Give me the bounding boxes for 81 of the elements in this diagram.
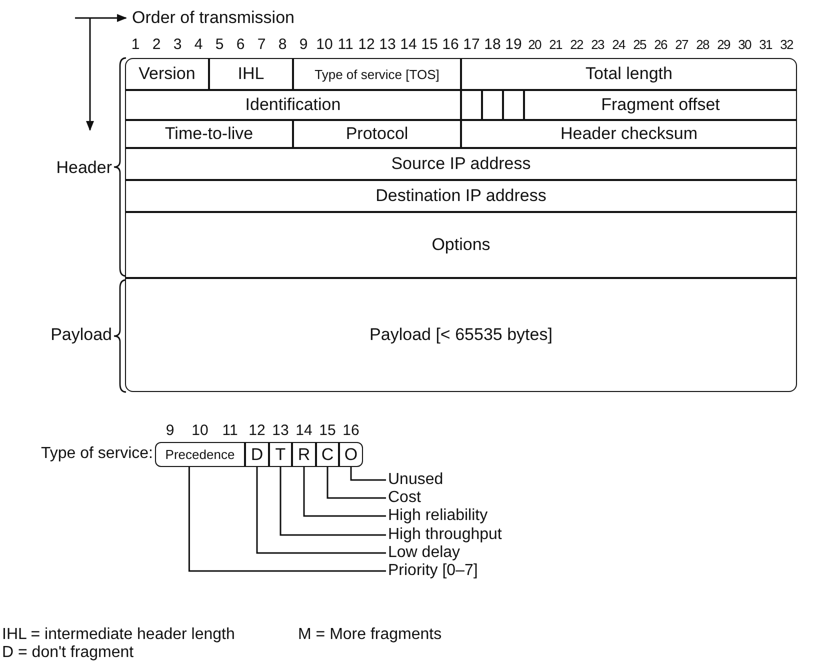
bit-number: 27 [675,36,688,54]
leader-label: High throughput [388,526,502,544]
bit-number: 19 [505,36,522,54]
field-label: Type of service: [40,445,153,463]
bit-number: 11 [338,36,354,54]
bit-number: 28 [696,36,709,54]
bit-number: 4 [194,36,203,54]
bit-number: 13 [379,36,396,54]
field-box: D [245,442,269,467]
bit-number: 6 [236,36,245,54]
bit-number: 9 [166,422,174,440]
leader-line [188,467,386,572]
leader-line [326,467,386,499]
section-label: Payload [50,326,112,344]
field-box: Time-to-live [125,120,293,148]
bit-number: 25 [633,36,646,54]
bit-number: 21 [549,36,562,54]
field-box: Options [125,212,797,278]
field-box: Protocol [293,120,461,148]
bit-number: 12 [248,422,266,440]
bit-number: 32 [780,36,793,54]
field-box: IHL [209,58,293,90]
leader-line [303,467,386,517]
bit-number: 31 [759,36,772,54]
field-box: T [269,442,292,467]
bit-number: 15 [319,422,336,440]
field-box: Payload [< 65535 bytes] [125,278,797,392]
bit-number: 24 [612,36,625,54]
bit-number: 9 [299,36,308,54]
field-box: R [292,442,316,467]
bit-number: 18 [484,36,501,54]
bit-number: 5 [215,36,224,54]
bit-number: 3 [173,36,182,54]
bit-number: 7 [257,36,266,54]
leader-label: High reliability [388,507,488,525]
bit-number: 13 [272,422,289,440]
section-label: Header [56,159,112,177]
bit-number: 30 [738,36,751,54]
flag-bit-box [503,90,524,120]
field-box: Version [125,58,209,90]
bit-number: 20 [528,36,541,54]
bit-number: 22 [570,36,583,54]
bit-number: 10 [316,36,333,54]
flag-bit-box [482,90,503,120]
bit-number: 10 [192,422,208,440]
bit-number: 16 [342,422,360,440]
bit-number: 14 [400,36,417,54]
bit-number: 14 [296,422,312,440]
bit-number: 26 [654,36,667,54]
leader-line [280,467,386,536]
bit-number: 8 [278,36,287,54]
bit-number: 16 [442,36,459,54]
bit-number: 1 [131,36,140,54]
bit-number: 29 [717,36,730,54]
leader-label: Low delay [388,544,460,562]
field-box: Source IP address [125,148,797,180]
field-box: Precedence [155,442,245,467]
field-box: Header checksum [461,120,797,148]
field-box: C [316,442,339,467]
leader-label: Cost [388,489,421,507]
bit-number: 23 [591,36,604,54]
legend-note: D = don't fragment [2,644,134,662]
legend-note: M = More fragments [298,626,442,644]
field-box: O [339,442,363,467]
bit-number: 17 [463,36,480,54]
field-box: Fragment offset [524,90,797,120]
bit-number: 12 [358,36,375,54]
field-box: Type of service [TOS] [293,58,461,90]
leader-label: Priority [0–7] [388,562,478,580]
leader-label: Unused [388,471,444,489]
flag-bit-box [461,90,482,120]
bit-number: 11 [222,422,238,440]
leader-line [256,467,386,554]
leader-line [350,467,386,481]
legend-note: IHL = intermediate header length [2,626,235,644]
caption-text: Order of transmission [132,9,294,27]
field-box: Destination IP address [125,180,797,212]
field-box: Identification [125,90,461,120]
bit-number: 2 [152,36,161,54]
bit-number: 15 [421,36,438,54]
field-box: Total length [461,58,797,90]
